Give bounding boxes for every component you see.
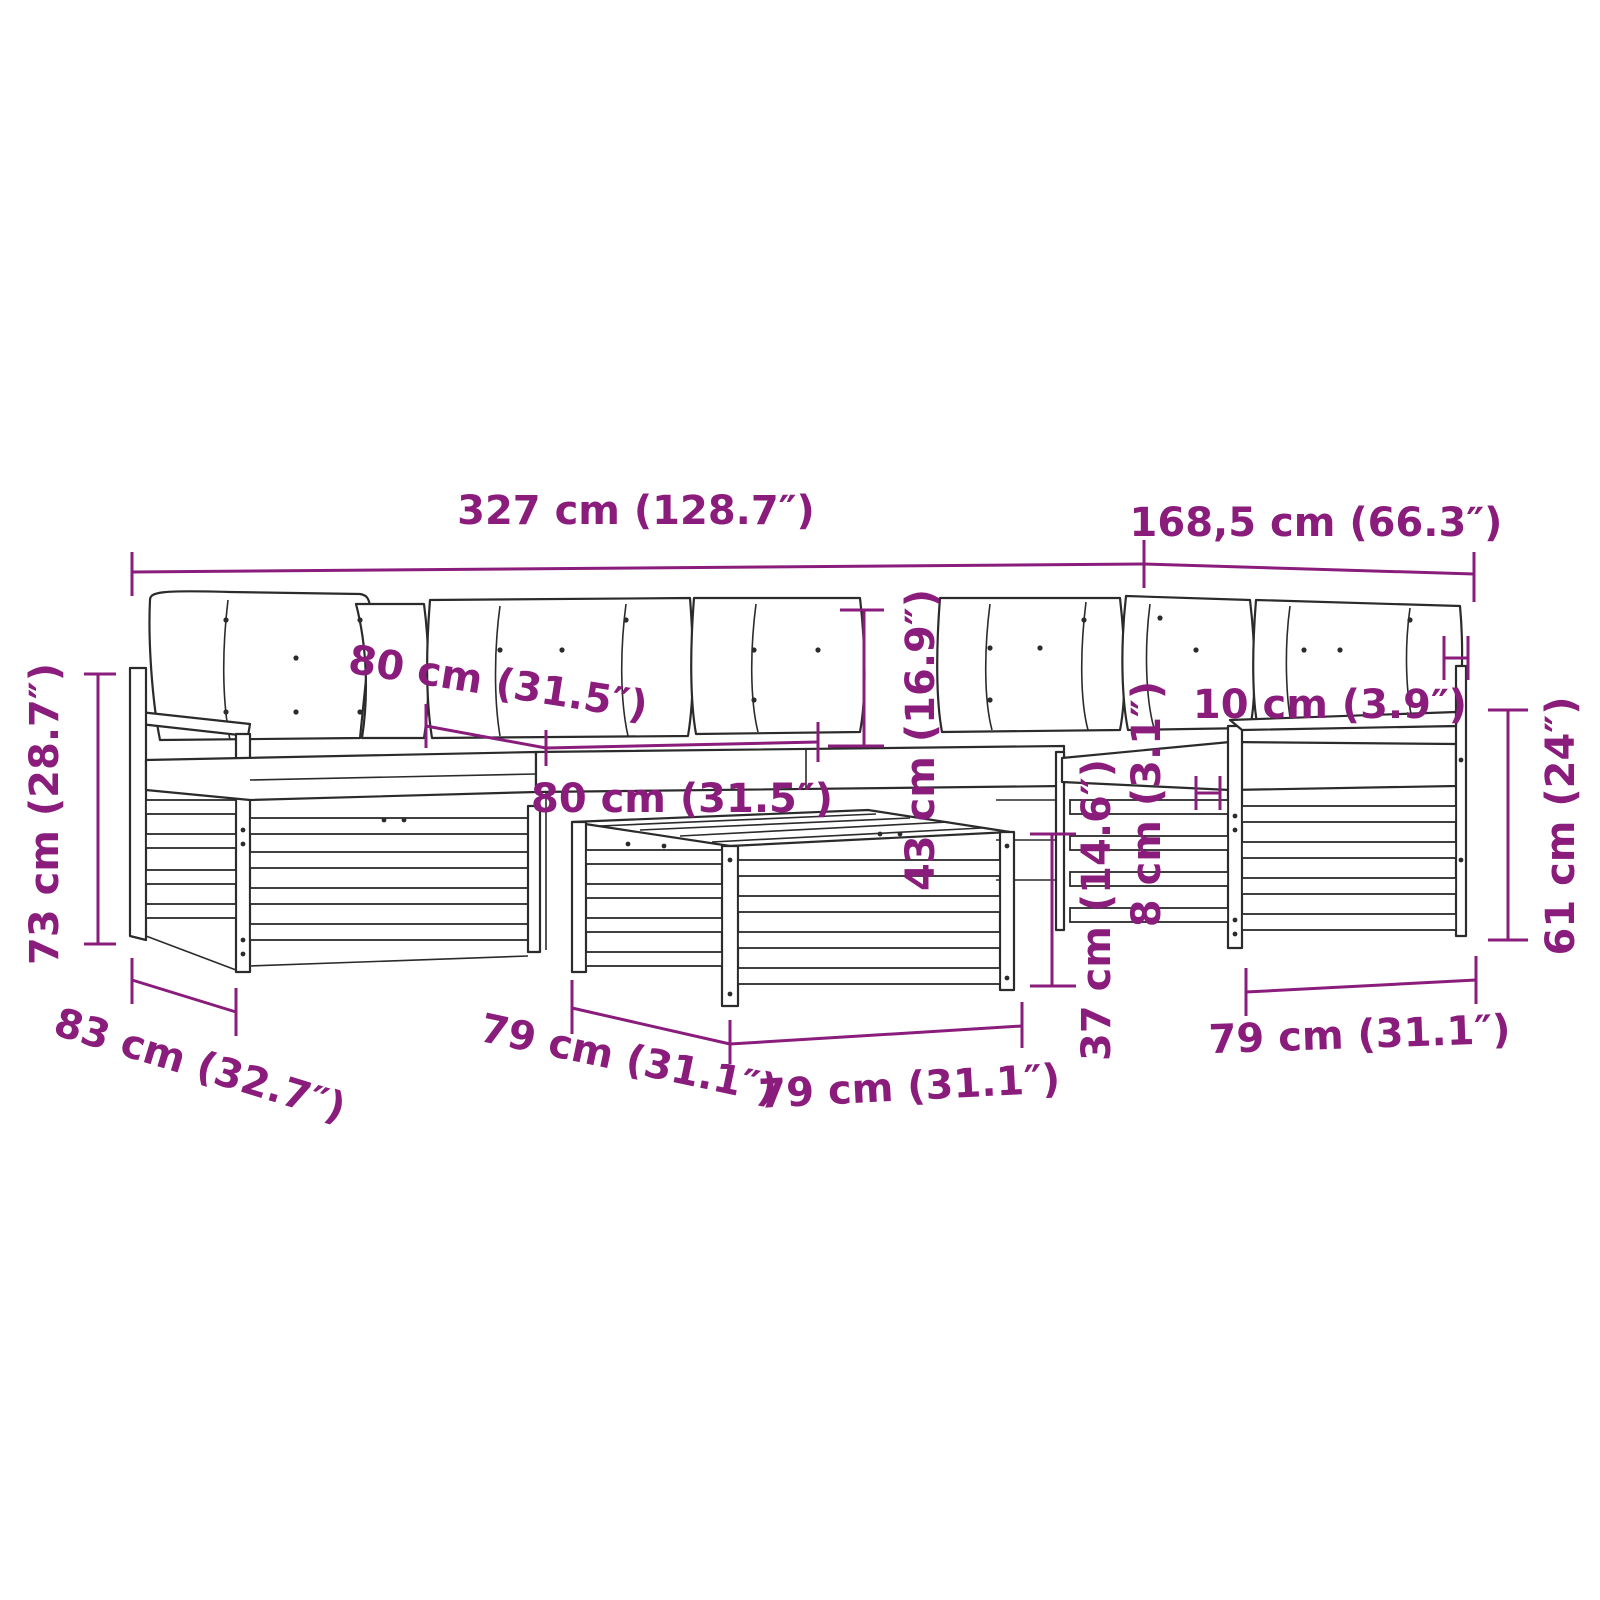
label-corner-depth: 168,5 cm (66.3″) [1130,500,1503,546]
label-table-width: 79 cm (31.1″) [757,1056,1061,1118]
middle-modules [534,744,1066,950]
label-total-height: 73 cm (28.7″) [22,663,68,965]
label-table-height: 37 cm (14.6″) [1074,759,1120,1061]
label-seat-cushion-thickness: 8 cm (3.1″) [1124,681,1170,927]
label-cushion-height: 43 cm (16.9″) [898,589,944,891]
left-corner-module [128,666,542,974]
back-cushions [148,590,1464,742]
coffee-table [570,808,1016,1008]
furniture-lineart [128,590,1468,1008]
label-seat-depth: 83 cm (32.7″) [49,999,351,1131]
label-seat-height: 61 cm (24″) [1538,696,1584,955]
label-middle-width-2: 80 cm (31.5″) [531,776,833,822]
dimension-lines [84,540,1528,1064]
label-armrest-thickness: 10 cm (3.9″) [1193,682,1467,728]
label-corner-width: 79 cm (31.1″) [1208,1007,1511,1064]
right-corner-module [1060,664,1468,950]
label-total-width: 327 cm (128.7″) [457,488,815,534]
